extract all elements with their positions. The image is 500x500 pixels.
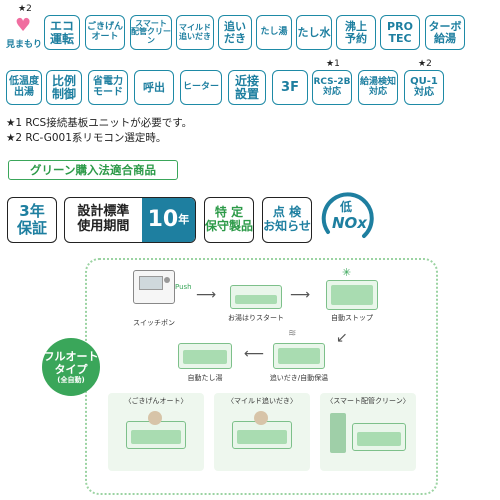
switch-caption: スイッチポン [133,319,175,327]
bathtub-reheat [273,343,325,369]
steam-icon: ≋ [288,328,297,339]
features-row2-chip-6: 3F [272,70,308,105]
features-row2-chip-3: 呼出 [134,70,174,105]
remote-switch [133,270,175,304]
mode-smart-clean: 〈スマート配管クリーン〉 [320,393,416,471]
low-nox-ring-icon [321,192,374,238]
remote-display [139,276,163,290]
inspection-notice-badge: 点 検 お知らせ [262,197,312,243]
person-icon [148,411,162,425]
features-row2-chip-4: ヒーター [180,70,222,105]
full-auto-sublabel: (全自動) [57,375,85,384]
remote-button [164,277,170,283]
arrow-right-icon: ⟶ [290,287,311,303]
features-row1-chip-10: ターボ 給湯 [425,15,465,50]
features-row1-chip-8: 沸上 予約 [336,15,376,50]
bathtub-filling [230,285,282,309]
features-row1-chip-9: PRO TEC [380,15,420,50]
bathtub-addwater [178,343,232,369]
step3-caption: 追いだき/自動保温 [269,374,329,382]
mimamori-label: 見まもり [6,39,43,50]
person-icon [254,411,268,425]
features-row2-chip-0: 低温度 出湯 [6,70,42,105]
features-row1-chip-0: ♥ 見まもり [6,15,42,50]
sparkle-icon: ✳ [342,266,352,279]
mode-tub [352,423,406,451]
star-mark: ★2 [18,4,32,14]
full-auto-label: フルオート タイプ [43,349,99,376]
mode-gokigen-label: 〈ごきげんオート〉 [124,397,188,405]
step4-caption: 自動たし湯 [187,374,223,382]
features-row2-chip-2: 省電力 モード [88,70,128,105]
mode-tub [232,421,292,449]
features-row2-chip-8: 給湯検知 対応 [358,70,398,105]
footnote-2: ★2 RC-G001系リモコン選定時。 [6,132,167,144]
star-mark: ★2 [418,59,432,69]
arrow-down-left-icon: ↙ [336,330,348,346]
warranty-badge: 3年 保証 [7,197,57,243]
mode-tub [126,421,186,449]
mode-smart-label: 〈スマート配管クリーン〉 [326,397,410,405]
features-row1-chip-3: スマート 配管クリーン [130,15,172,50]
low-nox-badge: 低 NOx [318,192,376,248]
full-auto-tag: フルオート タイプ (全自動) [42,338,100,396]
low-label: 低 [340,200,353,214]
nox-label: NOx [332,214,367,232]
features-row1-chip-5: 追い だき [218,15,252,50]
mode-mild-label: 〈マイルド追いだき〉 [227,397,297,405]
features-row1-chip-7: たし水 [296,15,332,50]
features-row2-chip-5: 近接 設置 [228,70,266,105]
mode-gokigen-auto: 〈ごきげんオート〉 [108,393,204,471]
step1-caption: お湯はりスタート [228,314,284,322]
features-row1-chip-4: マイルド 追いだき [176,15,214,50]
features-row1-chip-6: たし湯 [256,15,292,50]
push-label: Push [175,283,192,291]
design-life-label: 設計標準 使用期間 [77,204,130,234]
heart-icon: ♥ [15,15,32,36]
features-row1-chip-1: エコ 運転 [44,15,80,50]
boiler-unit-icon [330,413,346,453]
features-row2-chip-9: QU-1 対応 [404,70,444,105]
star-mark: ★1 [326,59,340,69]
features-row2-chip-7: RCS-2B 対応 [312,70,352,105]
footnote-1: ★1 RCS接続基板ユニットが必要です。 [6,117,193,129]
specified-maintenance-badge: 特 定 保守製品 [204,197,254,243]
arrow-right-icon: ⟶ [196,287,217,303]
step2-caption: 自動ストップ [331,314,373,322]
features-row1-chip-2: ごきげん オート [85,15,125,50]
years-unit: 年 [178,212,190,226]
green-purchase-label: グリーン購入法適合商品 [8,160,178,180]
features-row2-chip-1: 比例 制御 [46,70,82,105]
years-number: 10 [147,207,179,233]
arrow-left-icon: ⟵ [244,346,265,362]
mode-mild-oidaki: 〈マイルド追いだき〉 [214,393,310,471]
bathtub-stop [326,280,378,310]
